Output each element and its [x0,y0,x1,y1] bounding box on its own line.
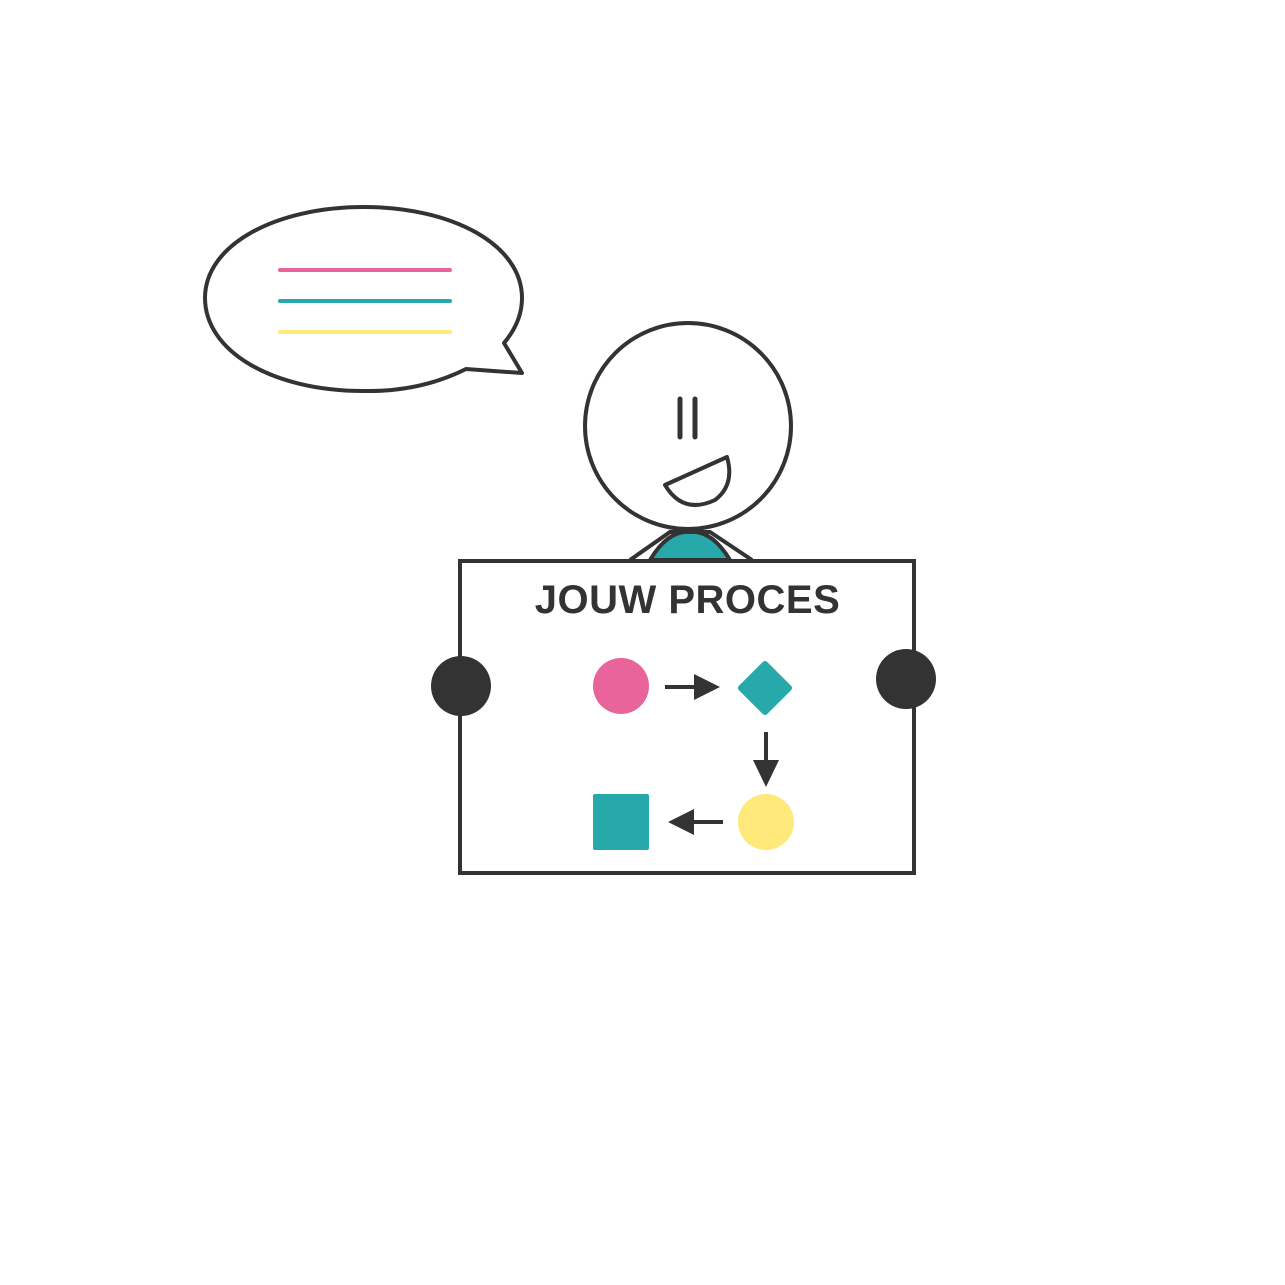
smile [663,455,732,507]
pink-circle-step [593,658,649,714]
arrow-right-icon [694,674,720,700]
body [646,529,734,562]
teal-square-step [593,794,649,850]
sign-board [431,559,936,875]
arrow-left-icon [668,809,694,835]
teal-diamond-step [737,660,793,716]
arrow-down-icon [753,760,779,787]
hand-right [876,649,936,709]
speech-bubble [203,205,524,394]
person [583,321,793,562]
sign-title: JOUW PROCES [534,578,841,622]
hand-left [431,656,491,716]
head [583,321,793,531]
yellow-circle-step [738,794,794,850]
